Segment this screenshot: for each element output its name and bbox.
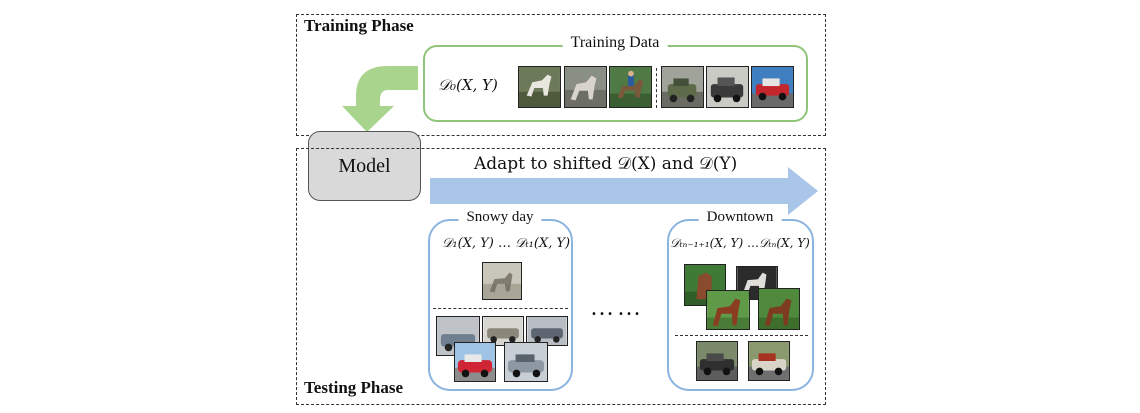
training-data-title: Training Data	[562, 34, 668, 52]
training-phase-box	[296, 14, 826, 136]
snowy-image-car-2	[482, 316, 524, 346]
snowy-class-separator	[433, 308, 568, 309]
downtown-image-horse-3	[706, 290, 750, 330]
training-class-separator	[656, 68, 657, 108]
downtown-title: Downtown	[698, 209, 782, 226]
green-curved-arrow	[342, 66, 418, 132]
snowy-day-title: Snowy day	[458, 209, 542, 226]
downtown-image-car-2	[748, 341, 790, 381]
snowy-image-car-4	[454, 342, 496, 382]
training-phase-label: Training Phase	[304, 16, 414, 35]
training-image-horse-3	[609, 66, 652, 108]
downtown-class-separator	[675, 335, 808, 336]
snowy-image-horse	[482, 262, 522, 300]
adapt-arrow-label: Adapt to shifted 𝒟(X) and 𝒟(Y)	[474, 154, 738, 174]
snowy-day-formula: 𝒟₁(X, Y) … 𝒟ₜ₁(X, Y)	[442, 236, 571, 251]
training-image-car-1	[661, 66, 704, 108]
training-dataset-formula: 𝒟₀(X, Y)	[438, 76, 498, 94]
downtown-image-car-1	[696, 341, 738, 381]
testing-phase-box	[296, 148, 826, 405]
downtown-image-horse-2	[736, 266, 778, 300]
training-image-horse-2	[564, 66, 607, 108]
domain-ellipsis: ……	[590, 295, 644, 321]
training-image-car-2	[706, 66, 749, 108]
training-image-car-3	[751, 66, 794, 108]
downtown-formula: 𝒟ₜₙ₋₁₊₁(X, Y) …𝒟ₜₙ(X, Y)	[670, 236, 810, 250]
downtown-image-horse-4	[758, 288, 800, 330]
model-box: Model	[308, 131, 421, 201]
snowy-image-car-5	[504, 342, 548, 382]
testing-phase-label: Testing Phase	[304, 378, 404, 397]
training-image-horse-1	[518, 66, 561, 108]
blue-adapt-arrow	[430, 167, 818, 215]
